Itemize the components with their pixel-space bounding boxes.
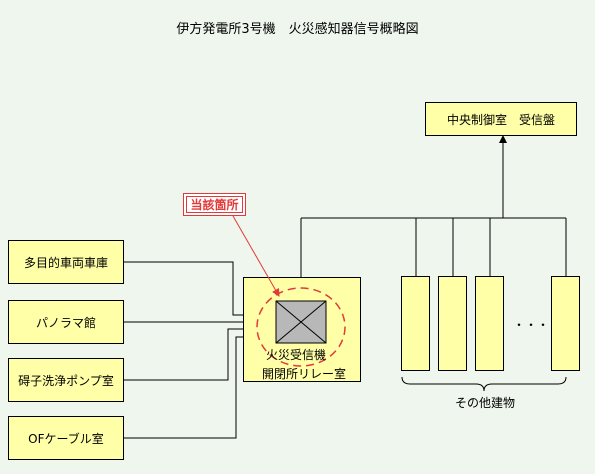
- left-building-1: 多目的車両車庫: [8, 240, 124, 284]
- control-room-label: 中央制御室 受信盤: [446, 112, 555, 127]
- receiver-label: 火災受信機: [266, 348, 327, 362]
- callout-arrow: [232, 215, 280, 297]
- other-building-3: [475, 276, 504, 371]
- other-building-2: [438, 276, 467, 371]
- diagram-title: 伊方発電所3号機 火災感知器信号概略図: [176, 22, 419, 37]
- left-building-4-label: OFケーブル室: [28, 431, 104, 446]
- annotation-label: 当該箇所: [190, 198, 239, 212]
- other-building-1: [401, 276, 430, 371]
- left-building-2: パノラマ館: [8, 300, 124, 344]
- other-buildings-brace: [401, 376, 567, 392]
- highlight-ellipse: [256, 287, 346, 367]
- left-building-3: 碍子洗浄ポンプ室: [8, 358, 124, 402]
- control-room-box: 中央制御室 受信盤: [425, 102, 577, 136]
- left-building-1-label: 多目的車両車庫: [23, 255, 108, 270]
- annotation-callout: 当該箇所: [183, 193, 246, 216]
- receiver-cross-2: [275, 300, 327, 344]
- left-building-3-label: 碍子洗浄ポンプ室: [18, 373, 114, 388]
- relay-room-label: 開閉所リレー室: [262, 367, 347, 381]
- ellipsis-dots: ・・・: [513, 318, 550, 332]
- other-building-4: [551, 276, 580, 371]
- left-building-2-label: パノラマ館: [35, 315, 96, 330]
- other-buildings-label: その他建物: [455, 396, 516, 410]
- left-building-4: OFケーブル室: [8, 416, 124, 460]
